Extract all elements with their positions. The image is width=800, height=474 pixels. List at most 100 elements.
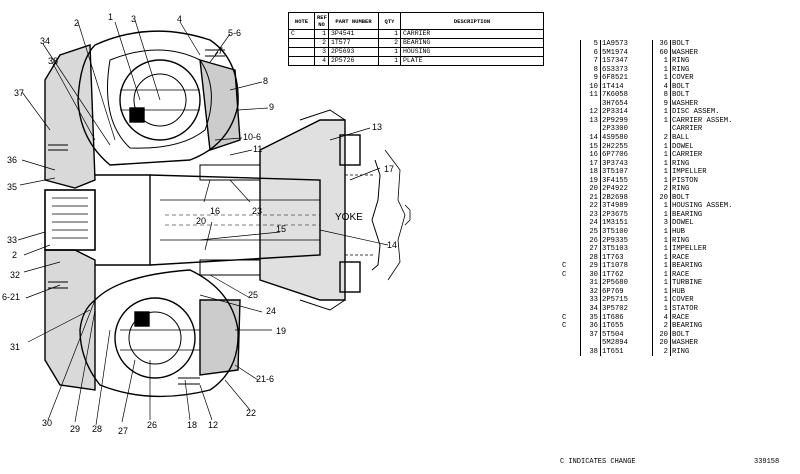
quantity: 1	[663, 287, 668, 296]
change-flag: C	[562, 262, 567, 271]
ref-number: 17	[589, 159, 598, 168]
description: RING	[672, 185, 690, 194]
callout: 8	[263, 76, 268, 86]
quantity: 1	[663, 304, 668, 313]
ref-number: 23	[589, 210, 598, 219]
description: BOLT	[672, 193, 690, 202]
ref-number: 34	[589, 304, 598, 313]
cell-note	[288, 38, 315, 48]
callout: 12	[208, 420, 218, 430]
ref-number: 27	[589, 245, 598, 254]
table-header-row: NOTE REF NO PART NUMBER QTY DESCRIPTION	[288, 12, 544, 30]
callout-labels: 1 2 3 4 5-6 7 8 9 10-6 11 13 14 15 16 17…	[2, 12, 397, 436]
callout: 16	[210, 206, 220, 216]
callout: 10-6	[243, 132, 261, 142]
part-number: 2P3300	[602, 125, 628, 134]
quantity: 1	[663, 270, 668, 279]
callout: 3	[131, 14, 136, 24]
list-item: 21 2B2698 20 BOLT	[560, 194, 792, 203]
quantity: 36	[659, 40, 668, 48]
quantity: 1	[663, 168, 668, 177]
ref-number: 12	[589, 108, 598, 117]
description: BEARING	[672, 322, 703, 331]
part-number: 1T414	[602, 82, 624, 91]
callout: 1	[108, 12, 113, 22]
ref-number: 30	[589, 270, 598, 279]
cell-ref: 1	[314, 29, 329, 39]
part-number: 2B2698	[602, 193, 628, 202]
description: BOLT	[672, 82, 690, 91]
quantity: 3	[663, 219, 668, 228]
callout: 30	[42, 418, 52, 428]
cell-description: BEARING	[400, 38, 544, 48]
callout: 17	[384, 164, 394, 174]
description: HOUSING ASSEM.	[672, 202, 733, 211]
part-number: 4S9580	[602, 134, 628, 143]
quantity: 20	[659, 339, 668, 348]
description: RING	[672, 236, 690, 245]
callout: 5-6	[228, 28, 241, 38]
description: DISC ASSEM.	[672, 108, 720, 117]
description: CARRIER ASSEM.	[672, 116, 733, 125]
ref-number: 16	[589, 151, 598, 160]
quantity: 1	[663, 262, 668, 271]
callout: 9	[269, 102, 274, 112]
part-number: 2P4922	[602, 185, 628, 194]
ref-number: 26	[589, 236, 598, 245]
ref-number: 21	[589, 193, 598, 202]
description: BOLT	[672, 40, 690, 48]
description: PISTON	[672, 176, 698, 185]
header-note: NOTE	[288, 12, 315, 30]
part-number: 1A9573	[602, 40, 628, 48]
cell-part-number: 2P5693	[328, 47, 379, 57]
list-item: 2P3300 CARRIER	[560, 125, 792, 134]
ref-number: 36	[589, 322, 598, 331]
callout: 2	[74, 18, 79, 28]
callout: 34	[40, 36, 50, 46]
quantity: 20	[659, 193, 668, 202]
part-number: 1S7347	[602, 57, 628, 66]
callout: 19	[276, 326, 286, 336]
quantity: 60	[659, 48, 668, 57]
part-number: 2P3675	[602, 210, 628, 219]
cell-qty: 1	[378, 47, 401, 57]
part-number: 6P7706	[602, 151, 628, 160]
part-number: 3F4155	[602, 176, 628, 185]
callout: 32	[10, 270, 20, 280]
ref-number: 18	[589, 168, 598, 177]
description: COVER	[672, 296, 694, 305]
part-number: 3P5702	[602, 304, 628, 313]
part-number: 1T1078	[602, 262, 628, 271]
part-number: 6F8521	[602, 74, 628, 83]
part-number: 2P3314	[602, 108, 628, 117]
callout: 37	[14, 88, 24, 98]
ref-number: 35	[589, 313, 598, 322]
top-parts-table: NOTE REF NO PART NUMBER QTY DESCRIPTION …	[288, 12, 544, 66]
description: WASHER	[672, 48, 698, 57]
quantity: 2	[663, 185, 668, 194]
description: IMPELLER	[672, 245, 707, 254]
description: RACE	[672, 270, 690, 279]
callout: 22	[246, 408, 256, 418]
part-number: 5T504	[602, 330, 624, 339]
callout: 28	[92, 424, 102, 434]
quantity: 1	[663, 279, 668, 288]
callout: 24	[266, 306, 276, 316]
part-number: 2H2255	[602, 142, 628, 151]
cell-description: HOUSING	[400, 47, 544, 57]
column-rule	[580, 40, 581, 357]
callout: 20	[196, 216, 206, 226]
quantity: 2	[663, 134, 668, 143]
